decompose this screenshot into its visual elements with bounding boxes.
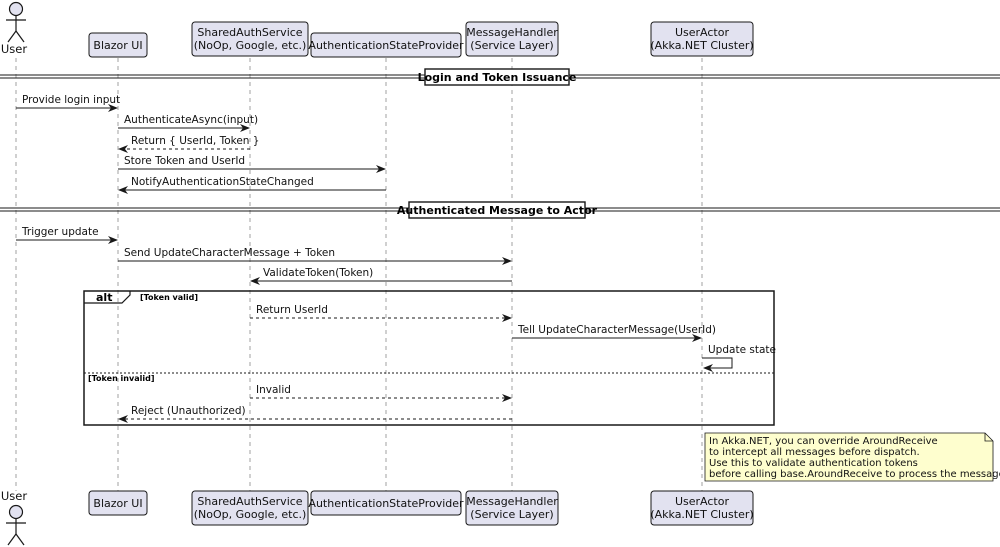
message-arrow: Trigger update (16, 226, 118, 244)
message-label: Return UserId (256, 304, 328, 316)
participant-label-auth: (NoOp, Google, etc.) (194, 508, 307, 521)
participant-label-asp: AuthenticationStateProvider (308, 497, 464, 510)
message-arrow: AuthenticateAsync(input) (118, 114, 258, 132)
participant-label-mh: MessageHandler (466, 26, 558, 39)
participant-label-user: User (1, 489, 27, 503)
participant-bottom-asp: AuthenticationStateProvider (308, 490, 464, 516)
note-text: In Akka.NET, you can override AroundRece… (709, 436, 938, 447)
participant-bottom-actor-user: User (1, 489, 27, 546)
participant-label-mh: (Service Layer) (470, 39, 553, 52)
alt-frame: alt [Token valid] [Token invalid] (83, 290, 775, 426)
message-arrow: Return { UserId, Token } (118, 135, 259, 153)
participant-label-actor: (Akka.NET Cluster) (650, 39, 753, 52)
message-arrow: NotifyAuthenticationStateChanged (118, 176, 386, 194)
message-label: Reject (Unauthorized) (131, 405, 246, 417)
participant-label-auth: SharedAuthService (197, 495, 302, 508)
note: In Akka.NET, you can override AroundRece… (704, 432, 1000, 482)
participant-bottom-ui: Blazor UI (88, 490, 148, 516)
participant-top-actor: UserActor(Akka.NET Cluster) (650, 21, 754, 57)
message-label: Send UpdateCharacterMessage + Token (124, 247, 335, 259)
message-label: Invalid (256, 384, 291, 396)
participant-label-auth: SharedAuthService (197, 26, 302, 39)
divider-box (408, 201, 586, 219)
participant-top-auth: SharedAuthService(NoOp, Google, etc.) (191, 21, 309, 57)
message-arrow: Update state (702, 344, 776, 372)
message-arrow: Reject (Unauthorized) (118, 405, 512, 423)
participant-label-ui: Blazor UI (93, 497, 142, 510)
message-label: ValidateToken(Token) (263, 267, 373, 279)
participant-label-mh: MessageHandler (466, 495, 558, 508)
participant-top-ui: Blazor UI (88, 32, 148, 58)
message-arrow: Tell UpdateCharacterMessage(UserId) (512, 324, 716, 342)
note-text: before calling base.AroundReceive to pro… (709, 469, 1000, 480)
message-arrow: Store Token and UserId (118, 155, 386, 173)
note-text: Use this to validate authentication toke… (709, 458, 918, 469)
note-text: to intercept all messages before dispatc… (709, 447, 920, 458)
participant-label-ui: Blazor UI (93, 39, 142, 52)
alt-keyword: alt (96, 291, 112, 304)
divider-label: Login and Token Issuance (418, 71, 577, 84)
participant-bottom-mh: MessageHandler(Service Layer) (465, 490, 559, 526)
participant-label-auth: (NoOp, Google, etc.) (194, 39, 307, 52)
message-arrow: Return UserId (250, 304, 512, 322)
alt-guard-invalid: [Token invalid] (88, 374, 154, 383)
participant-label-user: User (1, 42, 27, 56)
participant-label-actor: (Akka.NET Cluster) (650, 508, 753, 521)
participant-top-actor-user: User (1, 1, 27, 56)
divider-box (424, 68, 570, 86)
message-arrow: ValidateToken(Token) (250, 267, 512, 285)
message-label: AuthenticateAsync(input) (124, 114, 258, 126)
message-label: Trigger update (21, 226, 99, 238)
message-label: Return { UserId, Token } (131, 135, 259, 147)
participant-label-mh: (Service Layer) (470, 508, 553, 521)
participant-label-actor: UserActor (675, 495, 729, 508)
message-label: Provide login input (22, 94, 120, 106)
message-label: NotifyAuthenticationStateChanged (131, 176, 314, 188)
message-label: Tell UpdateCharacterMessage(UserId) (517, 324, 716, 336)
participant-bottom-auth: SharedAuthService(NoOp, Google, etc.) (191, 490, 309, 526)
participant-top-asp: AuthenticationStateProvider (308, 32, 464, 58)
message-label: Update state (708, 344, 776, 356)
divider-label: Authenticated Message to Actor (397, 204, 598, 217)
message-label: Store Token and UserId (124, 155, 245, 167)
participant-bottom-actor: UserActor(Akka.NET Cluster) (650, 490, 754, 526)
message-arrow: Send UpdateCharacterMessage + Token (118, 247, 512, 265)
participant-label-actor: UserActor (675, 26, 729, 39)
participant-label-asp: AuthenticationStateProvider (308, 39, 464, 52)
alt-guard-valid: [Token valid] (140, 293, 198, 302)
participant-top-mh: MessageHandler(Service Layer) (465, 21, 559, 57)
message-arrow: Invalid (250, 384, 512, 402)
message-arrow: Provide login input (16, 94, 120, 112)
